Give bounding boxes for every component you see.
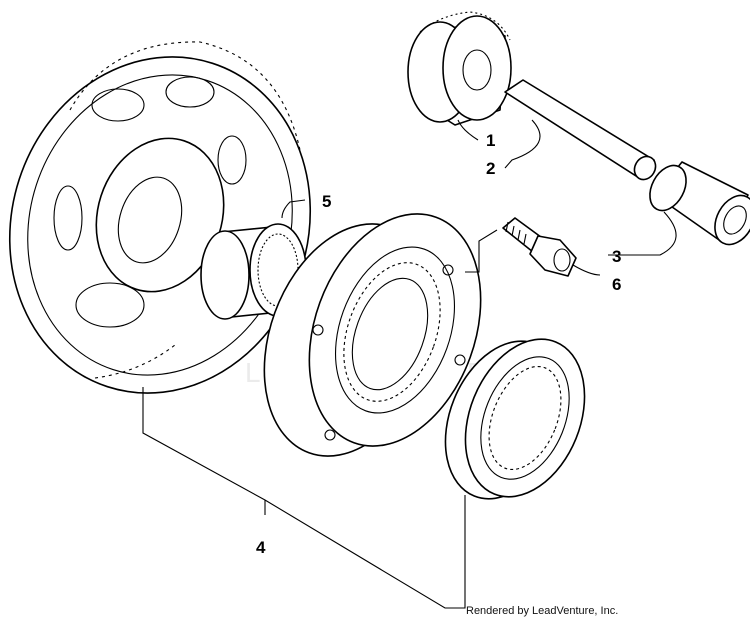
idler-gear: [407, 11, 512, 126]
render-credit: Rendered by LeadVenture, Inc.: [466, 605, 618, 617]
sprag-ring: [444, 338, 586, 500]
callout-6: 6: [612, 275, 621, 294]
callout-1: 1: [486, 131, 495, 150]
callout-3: 3: [612, 247, 621, 266]
gear-shaft: [504, 79, 657, 181]
clutch-housing: [263, 213, 482, 457]
callout-4: 4: [256, 538, 266, 557]
bolt: [502, 217, 577, 277]
sleeve: [649, 161, 750, 246]
callout-2: 2: [486, 159, 495, 178]
leader-lines: [142, 119, 677, 609]
callout-5: 5: [322, 192, 331, 211]
